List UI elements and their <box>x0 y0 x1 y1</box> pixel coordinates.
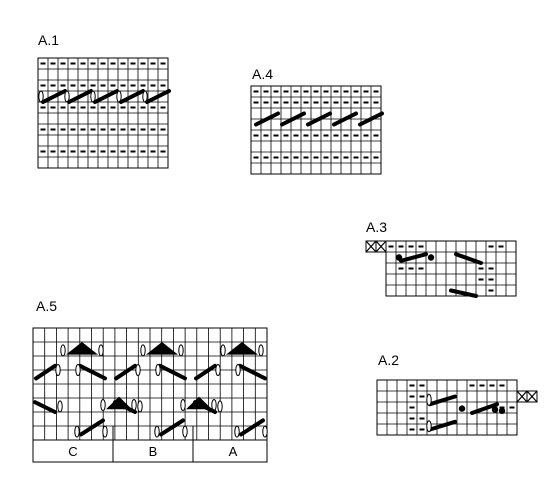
yarn-over-symbol <box>217 400 223 413</box>
cable-symbol <box>428 419 457 432</box>
cable-symbol <box>78 363 107 381</box>
yarn-over-symbol <box>235 364 241 376</box>
yarn-over-symbol <box>426 393 432 406</box>
cable-symbol <box>158 363 187 381</box>
decrease-symbol <box>146 342 178 355</box>
cable-symbol <box>93 89 119 104</box>
cable-symbol <box>159 418 185 437</box>
cable-symbol <box>79 418 105 437</box>
bind-off-symbol <box>375 240 387 253</box>
bind-off-symbol <box>365 240 377 253</box>
chart-a1-title: A.1 <box>38 32 60 48</box>
cable-symbol <box>33 400 57 414</box>
yarn-over-symbol <box>100 399 106 411</box>
yarn-over-symbol <box>215 364 221 376</box>
cable-symbol <box>454 252 483 265</box>
yarn-over-symbol <box>154 425 160 438</box>
cable-symbol <box>306 111 332 127</box>
yarn-over-symbol <box>74 425 80 438</box>
chart-a5-label-band <box>32 439 268 463</box>
cable-symbol <box>193 400 217 414</box>
yarn-over-symbol <box>180 399 186 411</box>
chart-a5-section-label: A <box>229 444 238 459</box>
yarn-over-symbol <box>55 364 61 376</box>
cable-symbol <box>67 89 93 104</box>
yarn-over-symbol <box>57 400 63 413</box>
cable-symbol <box>34 363 57 381</box>
cable-symbol <box>41 89 67 104</box>
chart-a3-title: A.3 <box>366 219 388 235</box>
yarn-over-symbol <box>262 425 268 438</box>
cable-symbol <box>145 89 171 104</box>
yarn-over-symbol <box>155 364 161 376</box>
bobble-symbol <box>498 407 506 414</box>
yarn-over-symbol <box>220 344 226 357</box>
cable-symbol <box>399 252 428 263</box>
chart-a2-title: A.2 <box>378 352 400 368</box>
chart-a5-section-label: B <box>149 444 158 459</box>
bobble-symbol <box>491 406 499 413</box>
cable-symbol <box>470 402 499 415</box>
decrease-symbol <box>66 342 98 355</box>
yarn-over-symbol <box>137 400 143 413</box>
yarn-over-symbol <box>75 364 81 376</box>
chart-a3-border <box>385 240 517 297</box>
bind-off-symbol <box>526 390 538 403</box>
cable-symbol <box>239 418 265 437</box>
cable-symbol <box>254 111 280 127</box>
yarn-over-symbol <box>182 425 188 438</box>
cable-symbol <box>194 363 217 381</box>
cable-symbol <box>449 288 478 298</box>
bind-off-symbol <box>516 390 528 403</box>
chart-a5-title: A.5 <box>36 298 58 314</box>
yarn-over-symbol <box>234 425 240 438</box>
yarn-over-symbol <box>140 344 146 357</box>
chart-a4-title: A.4 <box>252 66 274 82</box>
cable-symbol <box>428 394 457 407</box>
cable-symbol <box>332 111 358 127</box>
cable-symbol <box>358 111 384 127</box>
yarn-over-symbol <box>426 420 432 433</box>
yarn-over-symbol <box>60 344 66 357</box>
yarn-over-symbol <box>102 425 108 438</box>
yarn-over-symbol <box>98 344 104 357</box>
cable-symbol <box>280 111 306 127</box>
yarn-over-symbol <box>135 364 141 376</box>
decrease-symbol <box>226 342 258 355</box>
bobble-symbol <box>458 405 466 412</box>
cable-symbol <box>114 363 137 381</box>
cable-symbol <box>238 363 267 381</box>
bobble-symbol <box>427 254 435 261</box>
chart-a5-section-label: C <box>68 444 77 459</box>
cable-symbol <box>119 89 145 104</box>
cable-symbol <box>113 400 137 414</box>
yarn-over-symbol <box>178 344 184 357</box>
yarn-over-symbol <box>258 344 264 357</box>
